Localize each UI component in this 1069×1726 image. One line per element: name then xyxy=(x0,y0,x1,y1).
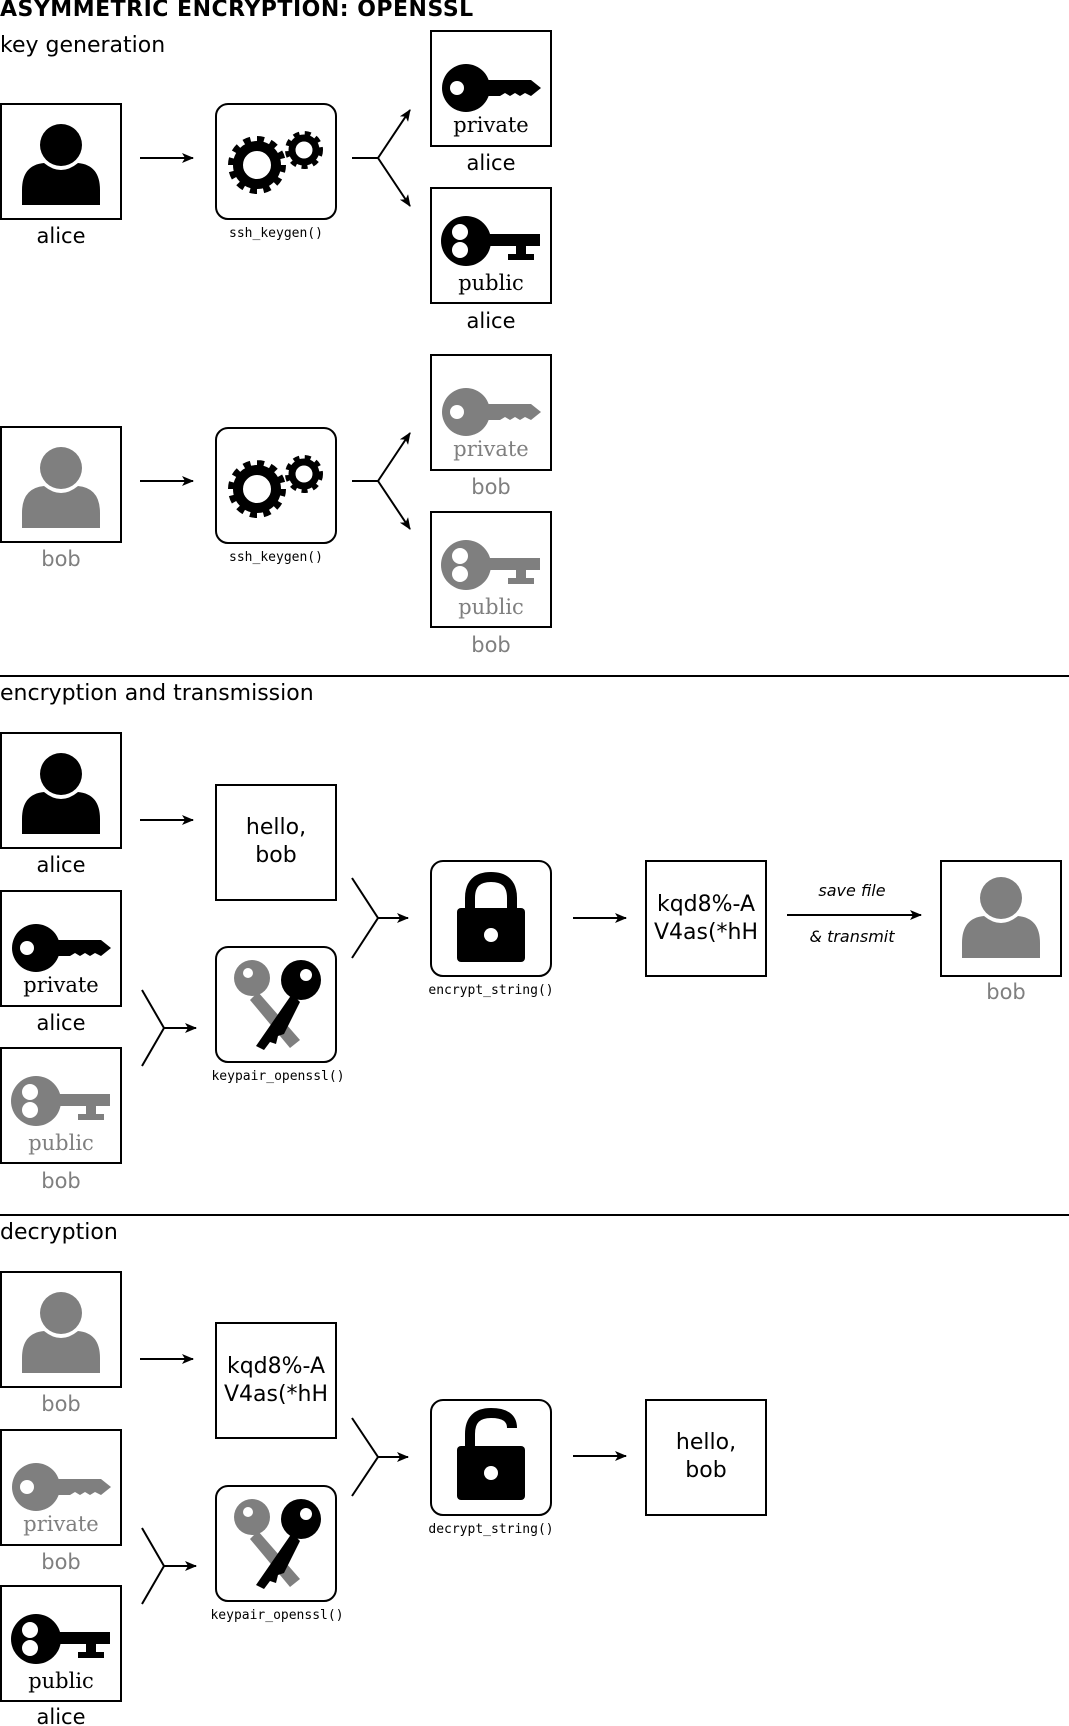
ssh-keygen-label: ssh_keygen() xyxy=(229,550,323,565)
public-key-icon xyxy=(11,1076,110,1126)
merge-connector xyxy=(351,1417,380,1497)
section-title-decryption: decryption xyxy=(0,1220,118,1245)
merge-connector xyxy=(351,877,380,959)
ciphertext-line-1: kqd8%-A xyxy=(227,1354,325,1379)
person-icon xyxy=(22,1292,100,1373)
private-key-icon xyxy=(442,388,541,436)
transmit-label-line-1: save file xyxy=(818,881,885,900)
bob-recipient-box xyxy=(940,860,1062,977)
message-line-2: bob xyxy=(255,843,296,868)
unlock-icon xyxy=(457,1407,525,1500)
public-key-text: public xyxy=(458,271,524,295)
merge-connector xyxy=(141,1527,166,1605)
recipient-label: bob xyxy=(41,1392,81,1416)
bob-private-key-box: private xyxy=(430,354,552,471)
merge-connector xyxy=(141,989,166,1067)
gear-icon xyxy=(228,455,323,518)
flow-arrow xyxy=(377,157,411,207)
bob-public-key-box: public xyxy=(430,511,552,628)
keypair-function-label: keypair_openssl() xyxy=(210,1608,343,1623)
encrypt-function-label: encrypt_string() xyxy=(428,983,553,998)
message-box: hello, bob xyxy=(215,784,337,901)
private-key-icon xyxy=(12,924,111,972)
decrypt-function-label: decrypt_string() xyxy=(428,1522,553,1537)
encrypt-box xyxy=(430,860,552,977)
private-key-text: private xyxy=(453,437,528,461)
sender-label: alice xyxy=(36,853,85,877)
alice-public-caption: alice xyxy=(466,309,515,333)
alice-public-caption: alice xyxy=(36,1705,85,1726)
ssh-keygen-box xyxy=(215,103,337,220)
private-key-text: private xyxy=(453,113,528,137)
person-icon xyxy=(22,753,100,834)
public-key-icon xyxy=(11,1614,110,1664)
alice-label: alice xyxy=(36,224,85,248)
transmit-label-line-2: & transmit xyxy=(810,927,896,946)
private-key-text: private xyxy=(23,973,98,997)
flow-arrow xyxy=(377,109,411,159)
private-key-icon xyxy=(442,64,541,112)
private-key-text: private xyxy=(23,1512,98,1536)
bob-public-caption: bob xyxy=(471,633,511,657)
public-key-text: public xyxy=(458,595,524,619)
keypair-box xyxy=(215,946,337,1063)
person-icon xyxy=(962,877,1040,958)
bob-private-key-box: private xyxy=(0,1429,122,1546)
keypair-icon xyxy=(234,1499,321,1589)
section-title-key-generation: key generation xyxy=(0,33,166,58)
bob-label: bob xyxy=(41,547,81,571)
keypair-box xyxy=(215,1485,337,1602)
ciphertext-box: kqd8%-A V4as(*hH xyxy=(645,860,767,977)
flow-arrow xyxy=(377,432,411,482)
decrypt-box xyxy=(430,1399,552,1516)
alice-public-key-box: public xyxy=(0,1585,122,1702)
public-key-icon xyxy=(441,216,540,266)
section-title-encryption: encryption and transmission xyxy=(0,681,314,706)
alice-person-box xyxy=(0,732,122,849)
bob-public-key-box: public xyxy=(0,1047,122,1164)
bob-person-box xyxy=(0,1271,122,1388)
keypair-icon xyxy=(234,960,321,1050)
alice-public-key-box: public xyxy=(430,187,552,304)
plaintext-box: hello, bob xyxy=(645,1399,767,1516)
bob-private-caption: bob xyxy=(41,1550,81,1574)
alice-private-key-box: private xyxy=(430,30,552,147)
alice-private-caption: alice xyxy=(466,151,515,175)
public-key-icon xyxy=(441,540,540,590)
plaintext-line-2: bob xyxy=(685,1458,726,1483)
lock-icon xyxy=(457,871,525,962)
ciphertext-line-1: kqd8%-A xyxy=(657,892,755,917)
public-key-text: public xyxy=(28,1131,94,1155)
flow-arrow xyxy=(377,480,411,530)
ciphertext-box: kqd8%-A V4as(*hH xyxy=(215,1322,337,1439)
person-icon xyxy=(22,124,100,205)
page-title: ASYMMETRIC ENCRYPTION: OPENSSL xyxy=(0,0,474,22)
bob-private-caption: bob xyxy=(471,475,511,499)
person-icon xyxy=(22,447,100,528)
message-line-1: hello, xyxy=(246,815,306,840)
alice-person-box xyxy=(0,103,122,220)
keypair-function-label: keypair_openssl() xyxy=(211,1069,344,1084)
public-key-text: public xyxy=(28,1669,94,1693)
plaintext-line-1: hello, xyxy=(676,1430,736,1455)
bob-public-caption: bob xyxy=(41,1169,81,1193)
alice-private-key-box: private xyxy=(0,890,122,1007)
gear-icon xyxy=(228,131,323,194)
alice-private-caption: alice xyxy=(36,1011,85,1035)
recipient-label: bob xyxy=(986,980,1026,1004)
private-key-icon xyxy=(12,1463,111,1511)
ciphertext-line-2: V4as(*hH xyxy=(654,920,758,945)
ssh-keygen-box xyxy=(215,427,337,544)
bob-person-box xyxy=(0,426,122,543)
ciphertext-line-2: V4as(*hH xyxy=(224,1382,328,1407)
ssh-keygen-label: ssh_keygen() xyxy=(229,226,323,241)
